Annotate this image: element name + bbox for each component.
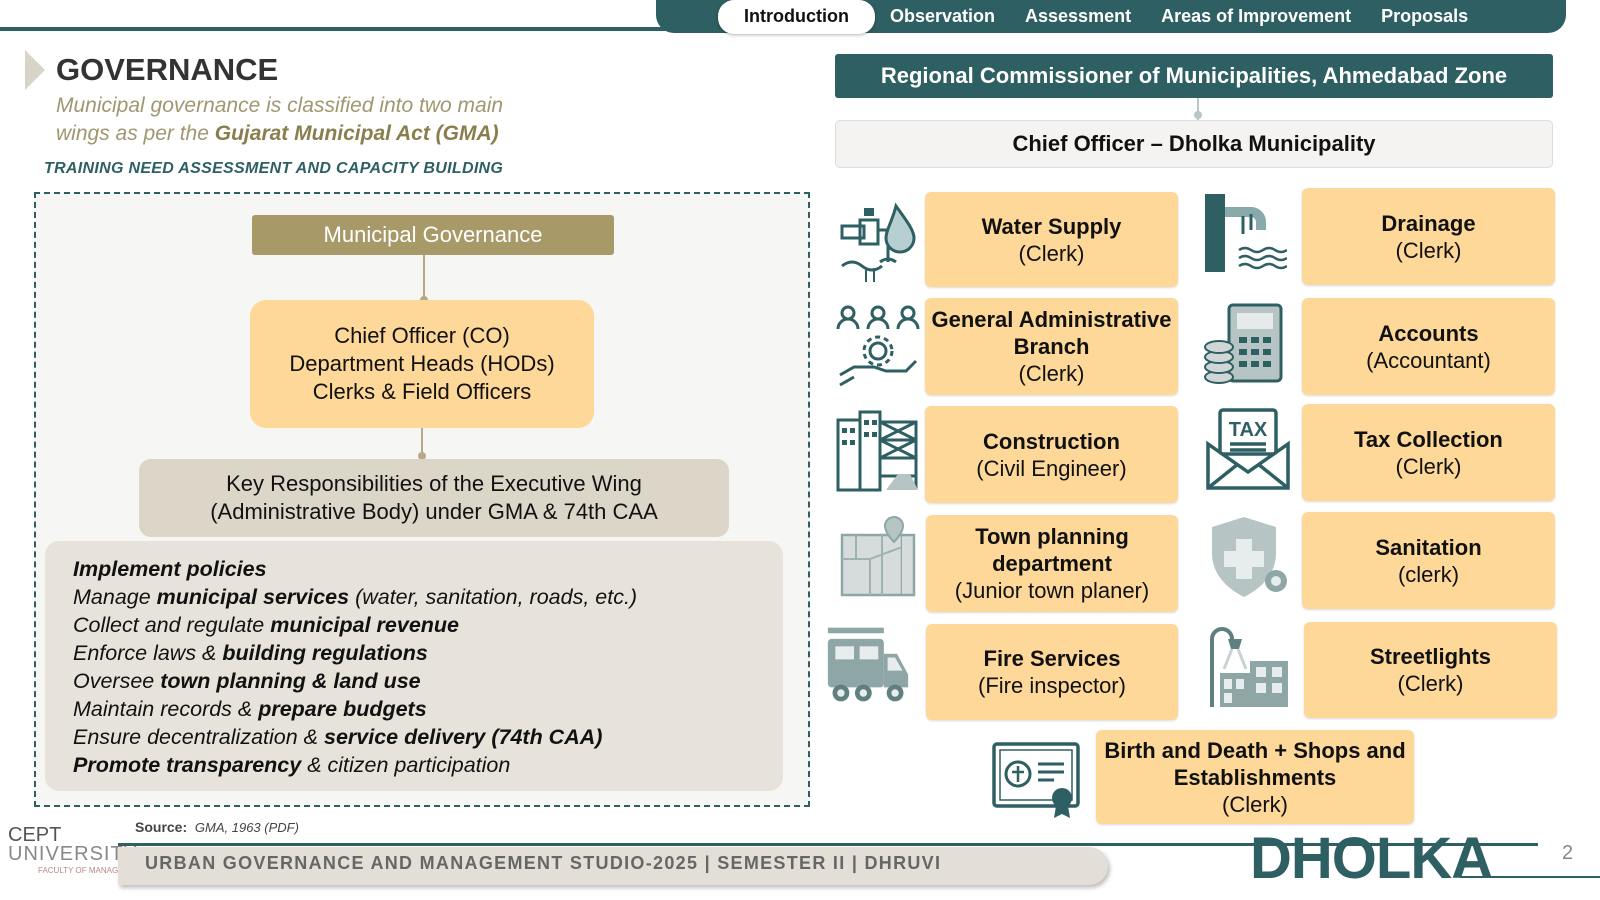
department-card-drainage: Drainage(Clerk) [1302,188,1555,285]
wordmark-underline [1460,876,1600,878]
regional-commissioner-box: Regional Commissioner of Municipalities,… [835,54,1553,98]
connector-dot [1194,111,1202,119]
title-arrow-icon [25,50,45,90]
list-item: Implement policies [73,557,267,581]
people-gear-icon [836,305,920,387]
source-link[interactable]: GMA, 1963 (PDF) [194,820,299,835]
streetlight-building-icon [1210,627,1288,707]
connector-line [423,255,425,300]
department-card-accounts: Accounts(Accountant) [1302,298,1555,395]
building-construction-icon [836,410,918,492]
list-item: Manage municipal services (water, sanita… [73,585,638,609]
water-tap-icon [840,202,916,282]
health-shield-icon [1212,517,1287,597]
section-subheading: TRAINING NEED ASSESSMENT AND CAPACITY BU… [44,160,504,177]
department-card-water-supply: Water Supply(Clerk) [925,192,1178,287]
department-card-construction: Construction(Civil Engineer) [925,406,1178,503]
department-card-streetlights: Streetlights(Clerk) [1304,622,1557,718]
connector-dot [418,452,426,460]
footer-bar [118,847,1108,885]
list-item: Maintain records & prepare budgets [73,697,427,721]
page-subtitle: Municipal governance is classified into … [56,94,504,145]
footer-studio-text: URBAN GOVERNANCE AND MANAGEMENT STUDIO-2… [145,853,942,873]
city-wordmark: DHOLKA [1250,826,1493,891]
page-title: GOVERNANCE [56,52,279,87]
list-item: Collect and regulate municipal revenue [73,613,460,637]
tax-envelope-icon: TAX [1206,408,1290,490]
certificate-icon [992,742,1080,818]
key-responsibilities-header: Key Responsibilities of the Executive Wi… [139,459,729,537]
cept-logo: CEPT UNIVERSITY FACULTY OF MANAGEMENT [8,824,147,875]
town-map-icon [840,515,916,597]
list-item: Oversee town planning & land use [73,669,421,693]
department-card-birth-death-shops: Birth and Death + Shops and Establishmen… [1096,730,1414,824]
tab-observation[interactable]: Observation [889,6,996,26]
page-number: 2 [1562,842,1574,864]
municipal-governance-box: Municipal Governance [252,215,614,255]
fire-truck-icon [827,627,909,702]
chief-officer-box: Chief Officer – Dholka Municipality [835,120,1553,168]
department-card-general-administrative-branch: General Administrative Branch(Clerk) [925,298,1178,395]
tab-assessment[interactable]: Assessment [1025,6,1132,26]
department-card-town-planning: Town planning department(Junior town pla… [926,515,1178,612]
top-rule [0,27,680,31]
connector-line [1197,98,1199,120]
section-nav: Introduction Observation Assessment Area… [656,0,1566,34]
footer-rule [118,843,1538,846]
source-note: Source: GMA, 1963 (PDF) [135,819,299,835]
responsibilities-list: Implement policies Manage municipal serv… [45,541,783,791]
department-card-tax-collection: Tax Collection(Clerk) [1302,404,1555,501]
tab-proposals[interactable]: Proposals [1381,6,1469,26]
svg-text:TAX: TAX [1229,419,1268,441]
list-item: Enforce laws & building regulations [73,641,428,665]
list-item: Promote transparency & citizen participa… [73,753,511,777]
calculator-coins-icon [1204,303,1283,384]
tab-areas-of-improvement[interactable]: Areas of Improvement [1161,6,1352,26]
connector-line [421,428,423,459]
tab-introduction[interactable]: Introduction [718,0,875,34]
department-card-sanitation: Sanitation(clerk) [1302,512,1555,609]
department-card-fire-services: Fire Services(Fire inspector) [926,624,1178,720]
drain-pipe-icon [1205,194,1287,272]
list-item: Ensure decentralization & service delive… [73,725,603,749]
executive-wing-box: Chief Officer (CO) Department Heads (HOD… [250,300,594,428]
